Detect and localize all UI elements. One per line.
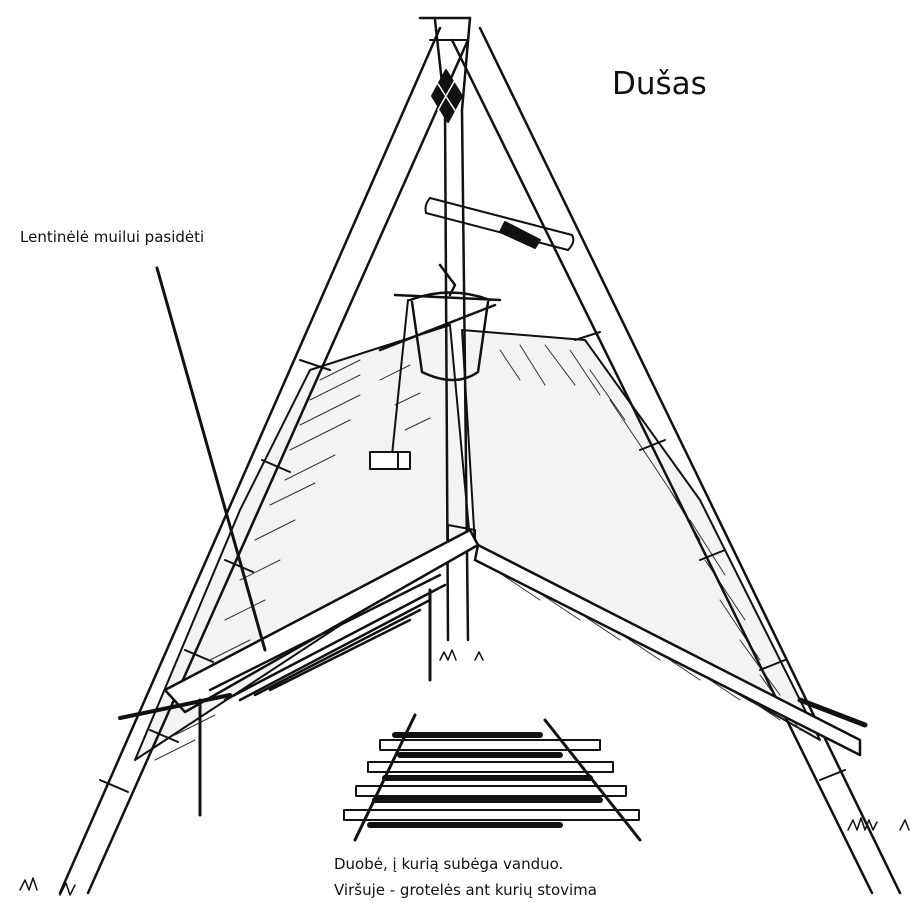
pit-label-line-2: Viršuje - grotelės ant kurių stovima	[334, 877, 597, 903]
pit-label-line-1: Duobė, į kurią subėga vanduo.	[334, 851, 597, 877]
soap-board-label: Lentinėlė muilui pasidėti	[20, 228, 204, 246]
pit-label: Duobė, į kurią subėga vanduo. Viršuje - …	[334, 851, 597, 903]
diagram-title: Dušas	[612, 66, 707, 102]
floor-grating	[344, 715, 640, 840]
top-lashing-knot	[432, 70, 462, 122]
